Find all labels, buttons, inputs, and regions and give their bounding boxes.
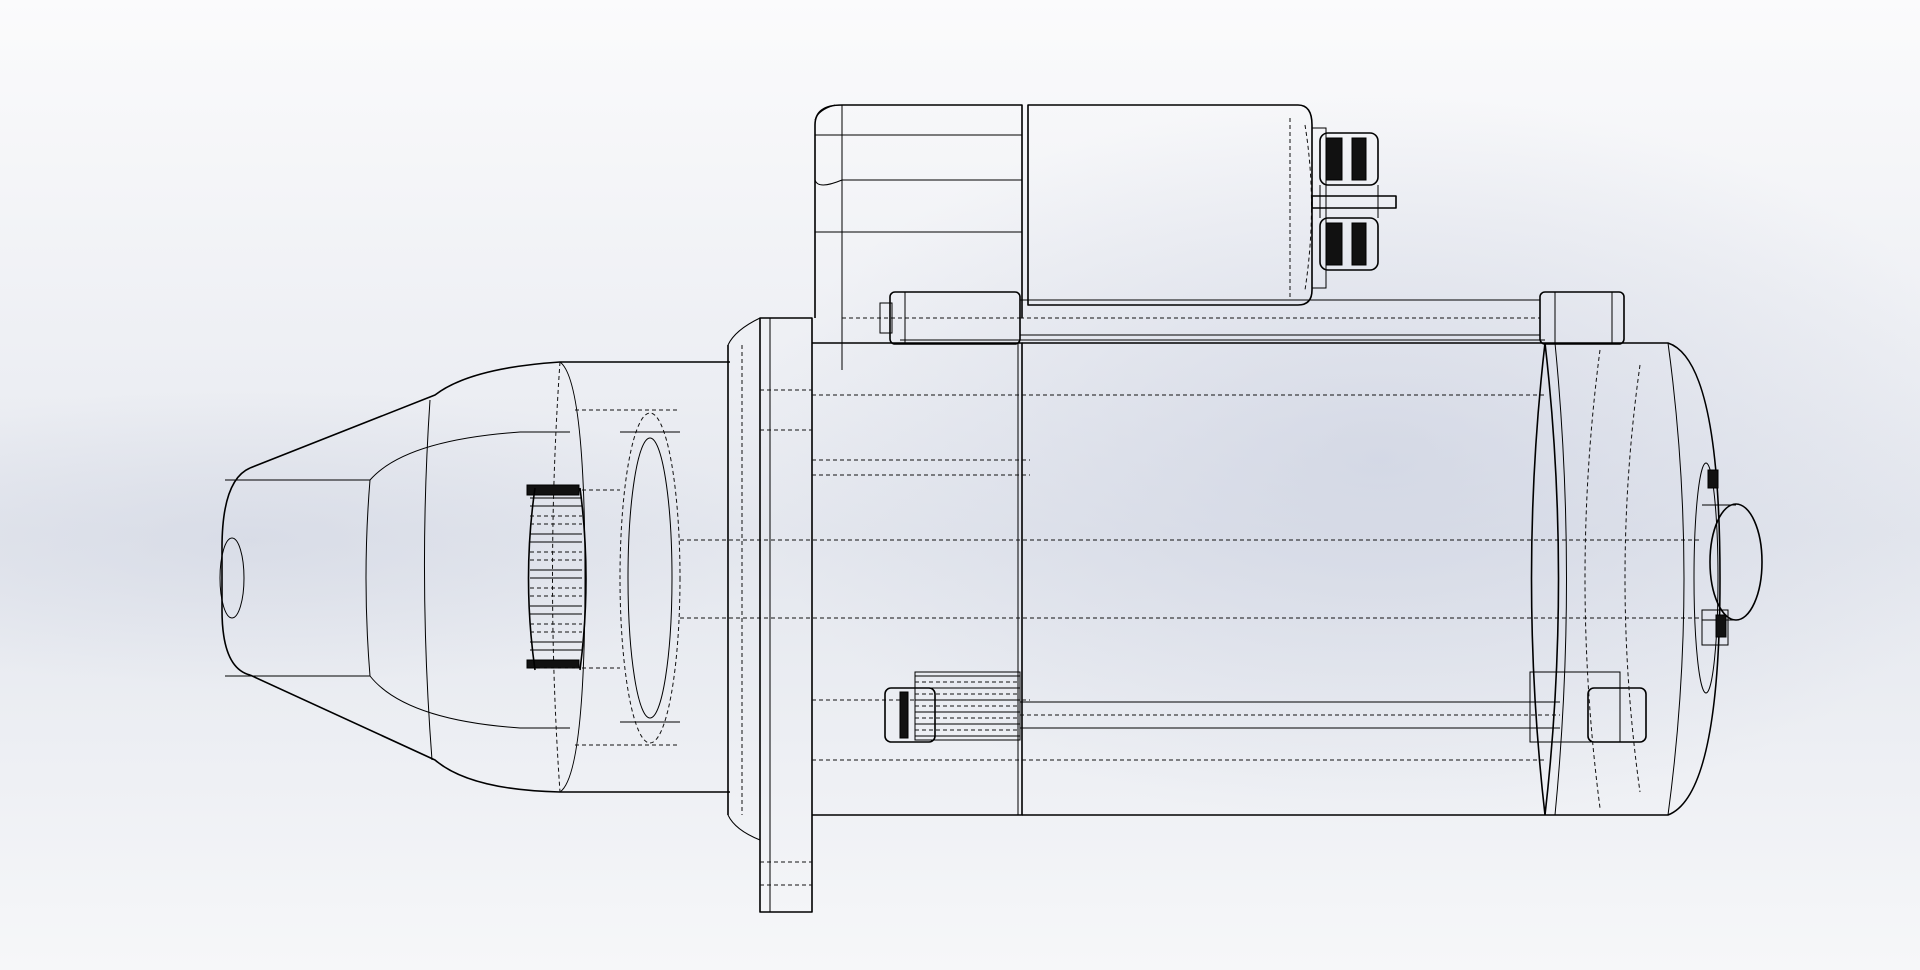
housing [680, 339, 1700, 816]
pinion-gear [526, 484, 620, 671]
gear-tooth [530, 569, 582, 579]
gear-tooth [530, 587, 582, 597]
end-cap [1530, 342, 1763, 816]
through-bolt-upper [879, 291, 1625, 345]
gear-tooth [530, 641, 582, 651]
gear-tooth [530, 605, 582, 615]
lower-terminal-nut [1319, 217, 1379, 271]
gear-tooth [530, 623, 582, 633]
through-bolt-lower [884, 671, 1647, 743]
gear-tooth [530, 533, 582, 543]
nose-cone [219, 361, 730, 793]
solenoid [814, 104, 1313, 370]
gear-tooth [530, 497, 582, 507]
terminal-studs [1311, 127, 1397, 289]
mounting-flange [727, 317, 813, 913]
upper-terminal-nut [1319, 132, 1379, 186]
gear-tooth [530, 551, 582, 561]
gear-tooth [530, 515, 582, 525]
